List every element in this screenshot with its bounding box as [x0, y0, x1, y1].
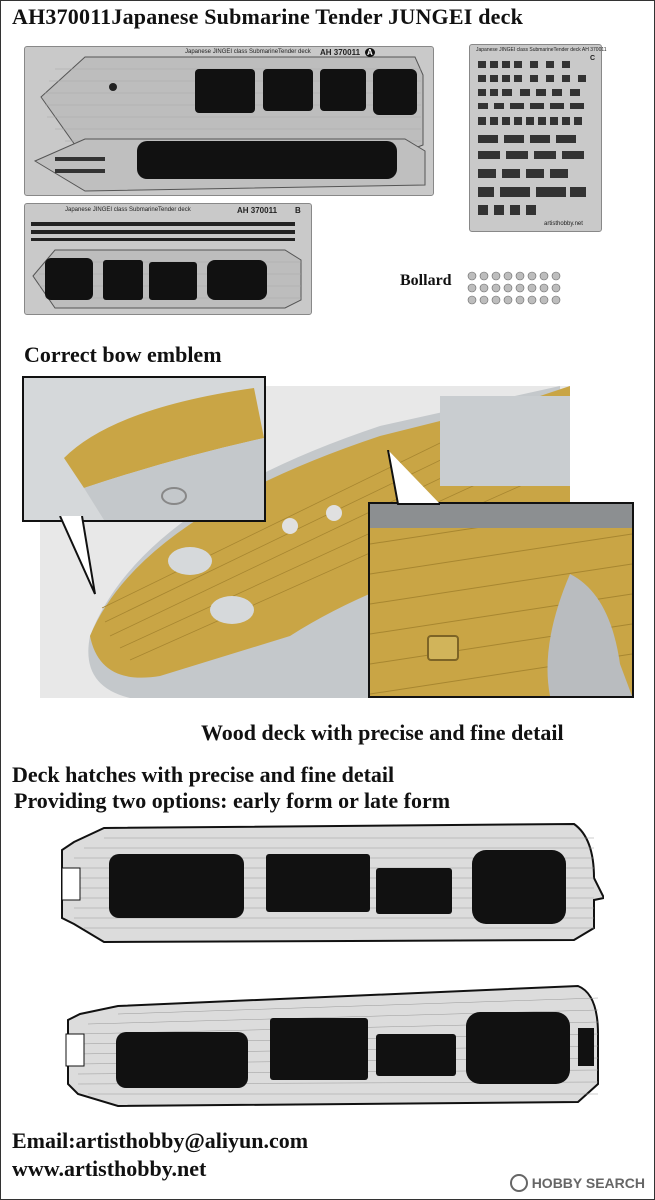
heading-hatches-2: Providing two options: early form or lat… — [14, 788, 451, 813]
callout-deck-art — [369, 503, 633, 696]
sheet-a-letter: A — [365, 48, 375, 57]
deck-option-late — [65, 984, 599, 1108]
sheet-c-letter: C — [590, 55, 596, 62]
callout-bow-art — [24, 378, 264, 520]
sheet-c-url: artisthobby.net — [544, 221, 583, 227]
callout-bow-pointer — [59, 516, 96, 595]
sheet-b-label: Japanese JINGEI class SubmarineTender de… — [65, 207, 191, 213]
sheet-b-letter: B — [295, 206, 301, 215]
callout-bow-closeup — [22, 376, 266, 522]
watermark-text: HOBBY SEARCH — [531, 1175, 645, 1191]
fret-sheet-c: Japanese JINGEI class SubmarineTender de… — [469, 44, 607, 232]
fret-sheet-a-drawing — [33, 56, 426, 192]
sheet-b-code: AH 370011 — [237, 206, 278, 215]
callout-deck-closeup — [368, 502, 634, 698]
watermark: HOBBY SEARCH — [509, 1174, 645, 1192]
deck-option-early — [61, 822, 604, 944]
heading-wood-deck: Wood deck with precise and fine detail — [201, 720, 564, 745]
sheet-c-label: Japanese JINGEI class SubmarineTender de… — [476, 47, 607, 53]
bollard-parts — [467, 271, 561, 305]
heading-hatches-1: Deck hatches with precise and fine detai… — [12, 762, 395, 787]
bollard-label: Bollard — [400, 272, 452, 289]
contact-email: Email:artisthobby@aliyun.com — [12, 1128, 309, 1153]
fret-sheet-b-drawing — [31, 222, 302, 309]
fret-sheet-b: Japanese JINGEI class SubmarineTender de… — [24, 203, 312, 315]
callout-deck-pointer — [387, 450, 440, 505]
heading-bow-emblem: Correct bow emblem — [24, 342, 222, 367]
sheet-a-code: AH 370011 — [320, 48, 361, 57]
fret-sheet-a: Japanese JINGEI class SubmarineTender de… — [24, 46, 434, 196]
hobby-search-logo-icon — [509, 1174, 528, 1192]
fret-sheet-c-parts — [478, 61, 586, 215]
page-title: AH370011Japanese Submarine Tender JUNGEI… — [12, 4, 524, 29]
sheet-a-label: Japanese JINGEI class SubmarineTender de… — [185, 49, 311, 55]
contact-website: www.artisthobby.net — [12, 1156, 207, 1181]
